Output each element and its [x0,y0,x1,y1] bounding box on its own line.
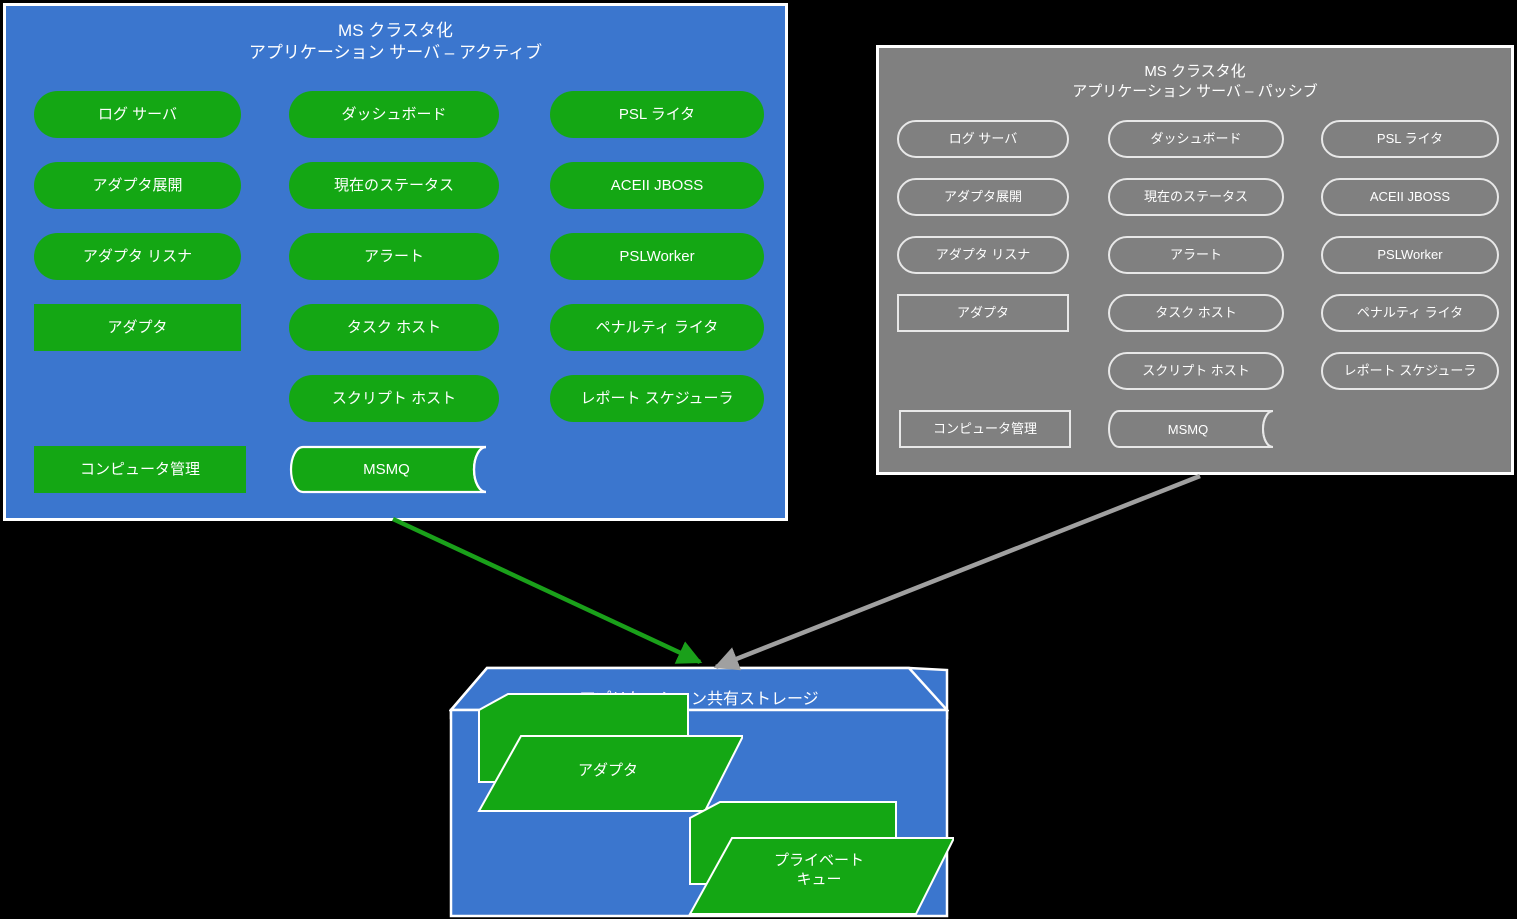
node-label: PSLWorker [1377,246,1443,262]
passive-node-computer-management[interactable]: コンピュータ管理 [899,410,1071,448]
passive-node-script-host[interactable]: スクリプト ホスト [1108,352,1284,390]
node-label: スクリプト ホスト [331,389,457,407]
node-label: PSLWorker [619,247,695,265]
node-label: ログ サーバ [948,130,1018,146]
passive-node-report-scheduler[interactable]: レポート スケジューラ [1321,352,1499,390]
active-node-computer-management[interactable]: コンピュータ管理 [34,446,246,493]
active-node-adapter-deploy[interactable]: アダプタ展開 [34,162,241,209]
active-node-report-scheduler[interactable]: レポート スケジューラ [550,375,764,422]
passive-node-dashboard[interactable]: ダッシュボード [1108,120,1284,158]
active-node-alert[interactable]: アラート [289,233,499,280]
node-label: タスク ホスト [1155,304,1237,320]
node-label: ペナルティ ライタ [1356,304,1464,320]
node-label: アダプタ リスナ [82,247,193,265]
node-label: ACEII JBOSS [610,176,704,194]
node-label: ダッシュボード [1150,130,1242,146]
active-node-current-status[interactable]: 現在のステータス [289,162,499,209]
passive-node-psl-writer[interactable]: PSL ライタ [1321,120,1499,158]
passive-node-task-host[interactable]: タスク ホスト [1108,294,1284,332]
node-label: 現在のステータス [333,176,454,194]
passive-cluster-panel[interactable]: MS クラスタ化 アプリケーション サーバ – パッシブ ログ サーバ アダプタ… [876,45,1514,475]
node-label: スクリプト ホスト [1142,362,1250,378]
queue-cylinder-icon [1108,410,1274,448]
active-node-task-host[interactable]: タスク ホスト [289,304,499,351]
active-node-msmq-queue[interactable]: MSMQ [289,445,500,494]
active-cluster-panel[interactable]: MS クラスタ化 アプリケーション サーバ – アクティブ ログ サーバ アダプ… [3,3,788,521]
node-label: ACEII JBOSS [1369,188,1451,204]
shared-storage-container[interactable]: アプリケーション共有ストレージ アダプタ プライベート キュー [449,618,954,918]
passive-node-adapter-listener[interactable]: アダプタ リスナ [897,236,1069,274]
folder-icon [477,693,743,812]
passive-node-adapter-deploy[interactable]: アダプタ展開 [897,178,1069,216]
active-panel-title: MS クラスタ化 アプリケーション サーバ – アクティブ [248,21,543,63]
folder-private-queue[interactable]: プライベート キュー [684,798,954,918]
passive-node-aceii-jboss[interactable]: ACEII JBOSS [1321,178,1499,216]
passive-node-pslworker[interactable]: PSLWorker [1321,236,1499,274]
node-label: PSL ライタ [1376,130,1444,146]
active-node-script-host[interactable]: スクリプト ホスト [289,375,499,422]
node-label: アダプタ展開 [943,188,1022,204]
node-label: アダプタ [107,318,168,336]
node-label: ペナルティ ライタ [595,318,719,336]
passive-node-msmq-queue[interactable]: MSMQ [1108,409,1284,449]
node-label: アダプタ リスナ [935,246,1031,262]
node-label: ダッシュボード [341,105,447,123]
node-label: PSL ライタ [618,105,696,123]
active-node-adapter[interactable]: アダプタ [34,304,241,351]
node-label: コンピュータ管理 [932,420,1037,436]
node-label: MSMQ [363,461,410,478]
passive-node-log-server[interactable]: ログ サーバ [897,120,1069,158]
node-label: アダプタ展開 [92,176,183,194]
node-label: レポート スケジューラ [580,389,734,407]
node-label: MSMQ [1167,421,1209,437]
passive-node-current-status[interactable]: 現在のステータス [1108,178,1284,216]
node-label: ログ サーバ [97,105,178,123]
node-label: アダプタ [956,304,1009,320]
passive-node-penalty-writer[interactable]: ペナルティ ライタ [1321,294,1499,332]
folder-adapter[interactable]: アダプタ [473,690,743,815]
node-label: レポート スケジューラ [1343,362,1477,378]
node-label: アラート [363,247,424,265]
queue-cylinder-icon [289,445,487,494]
passive-panel-title: MS クラスタ化 アプリケーション サーバ – パッシブ [1072,63,1318,100]
active-node-psl-writer[interactable]: PSL ライタ [550,91,764,138]
active-node-penalty-writer[interactable]: ペナルティ ライタ [550,304,764,351]
passive-node-adapter[interactable]: アダプタ [897,294,1069,332]
node-label: アラート [1169,246,1222,262]
active-node-dashboard[interactable]: ダッシュボード [289,91,499,138]
node-label: タスク ホスト [346,318,442,336]
active-node-adapter-listener[interactable]: アダプタ リスナ [34,233,241,280]
folder-icon [688,801,954,915]
node-label: コンピュータ管理 [79,460,200,478]
active-node-pslworker[interactable]: PSLWorker [550,233,764,280]
active-node-log-server[interactable]: ログ サーバ [34,91,241,138]
passive-node-alert[interactable]: アラート [1108,236,1284,274]
active-node-aceii-jboss[interactable]: ACEII JBOSS [550,162,764,209]
node-label: 現在のステータス [1143,188,1248,204]
